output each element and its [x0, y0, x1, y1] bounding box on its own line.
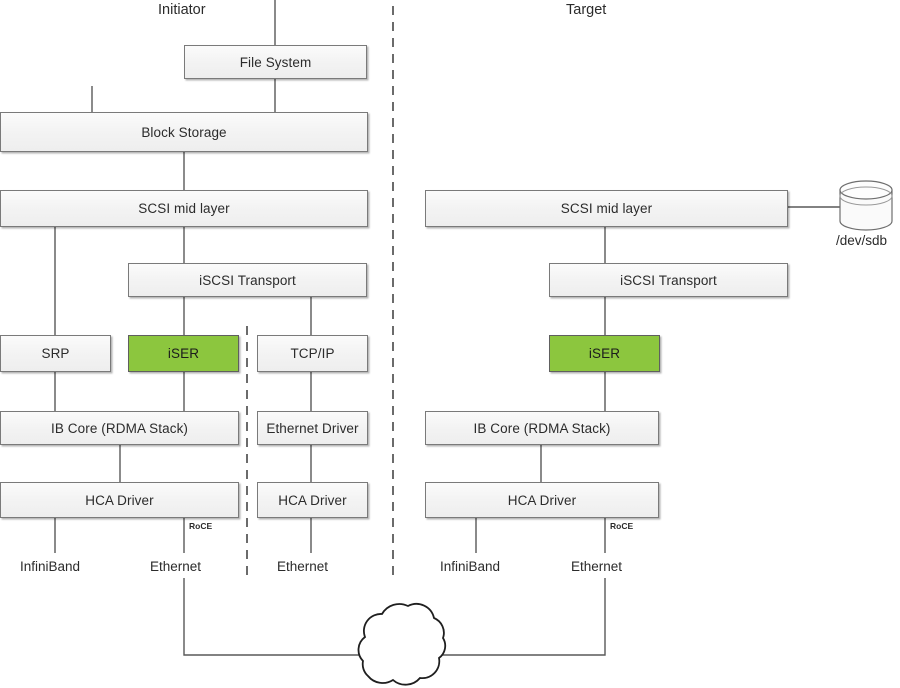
block-label: iSER — [167, 346, 200, 361]
block-hca-driver-target[interactable]: HCA Driver — [425, 482, 659, 518]
block-label: iSCSI Transport — [199, 272, 296, 288]
block-label: Block Storage — [141, 124, 227, 140]
block-target-iscsi-transport[interactable]: iSCSI Transport — [549, 263, 788, 297]
roce-tag-target: RoCE — [610, 521, 634, 531]
block-iscsi-transport[interactable]: iSCSI Transport — [128, 263, 367, 297]
block-ib-core-target[interactable]: IB Core (RDMA Stack) — [425, 411, 659, 445]
block-iser-initiator[interactable]: iSER — [128, 335, 239, 372]
block-ib-core-initiator[interactable]: IB Core (RDMA Stack) — [0, 411, 239, 445]
block-label: HCA Driver — [278, 492, 347, 508]
edge-cloud-to-target-ethernet — [441, 578, 606, 656]
block-label: TCP/IP — [290, 346, 335, 361]
block-label: iSER — [588, 346, 621, 361]
wire-label-ethernet-roce-initiator: Ethernet — [150, 559, 202, 574]
block-label: HCA Driver — [85, 492, 154, 508]
block-hca-driver-initiator-ib[interactable]: HCA Driver — [0, 482, 239, 518]
block-scsi-mid-layer[interactable]: SCSI mid layer — [0, 190, 368, 227]
block-label: Ethernet Driver — [266, 420, 359, 436]
block-srp[interactable]: SRP — [0, 335, 111, 372]
wire-label-ethernet-tcp-initiator: Ethernet — [277, 559, 329, 574]
block-block-storage[interactable]: Block Storage — [0, 112, 368, 152]
block-label: File System — [239, 54, 312, 70]
storage-device-label: /dev/sdb — [836, 233, 888, 248]
wire-label-ethernet-target: Ethernet — [571, 559, 623, 574]
block-hca-driver-initiator-eth[interactable]: HCA Driver — [257, 482, 368, 518]
wire-label-infiniband-target: InfiniBand — [440, 559, 501, 574]
block-label: IB Core (RDMA Stack) — [473, 420, 611, 436]
block-iser-target[interactable]: iSER — [549, 335, 660, 372]
edge-initiator-ethernet-to-cloud — [183, 578, 360, 656]
block-ethernet-driver[interactable]: Ethernet Driver — [257, 411, 368, 445]
section-title-initiator: Initiator — [158, 2, 206, 18]
block-file-system[interactable]: File System — [184, 45, 367, 79]
block-label: HCA Driver — [507, 492, 577, 508]
cylinder-icon — [839, 180, 893, 231]
block-tcp-ip[interactable]: TCP/IP — [257, 335, 368, 372]
block-label: SRP — [41, 346, 70, 361]
block-label: SCSI mid layer — [138, 201, 230, 216]
roce-tag-initiator: RoCE — [189, 521, 213, 531]
block-label: iSCSI Transport — [620, 272, 717, 288]
block-label: SCSI mid layer — [560, 201, 653, 216]
section-title-target: Target — [566, 2, 607, 18]
block-label: IB Core (RDMA Stack) — [50, 420, 189, 436]
block-target-scsi-mid-layer[interactable]: SCSI mid layer — [425, 190, 788, 227]
wire-label-infiniband-initiator: InfiniBand — [20, 559, 81, 574]
network-cloud-icon — [357, 603, 447, 686]
